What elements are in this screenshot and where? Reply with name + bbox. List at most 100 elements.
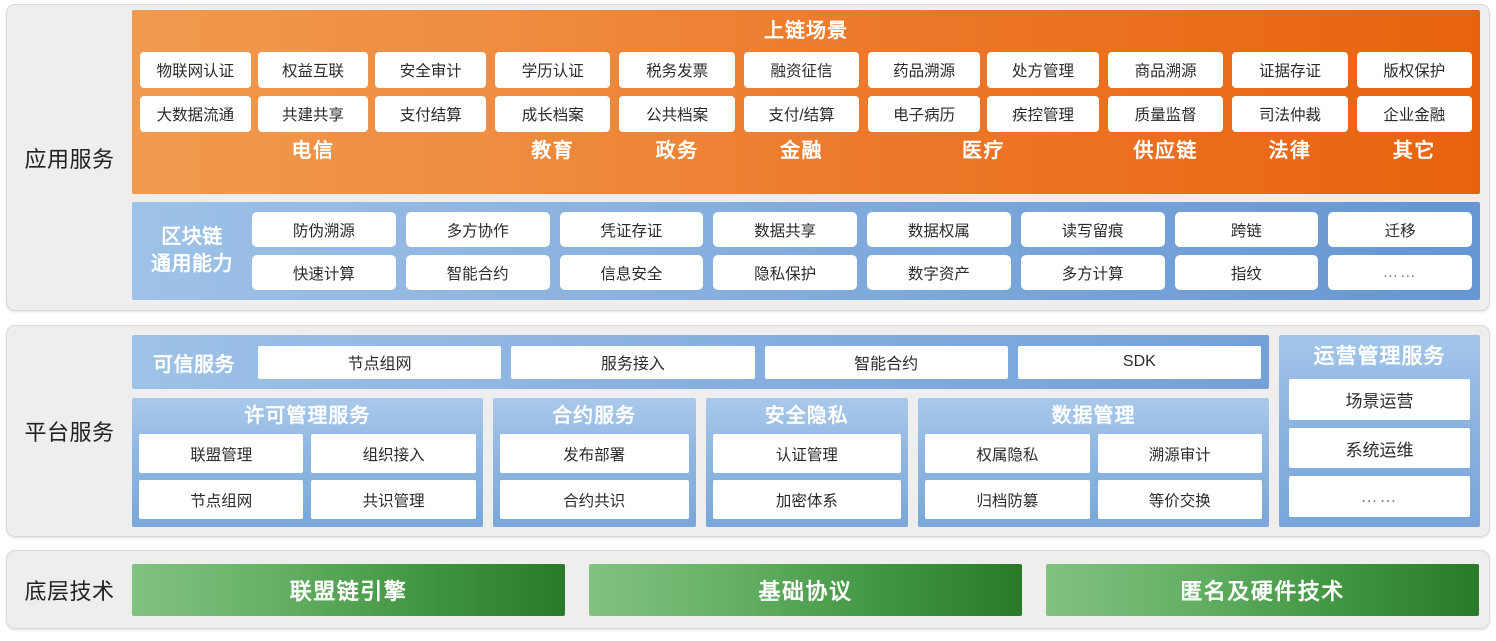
capability-cell[interactable]: 数据共享 [713, 212, 857, 247]
scenario-cell[interactable]: 权益互联 [257, 52, 369, 88]
scenario-cell[interactable]: 融资征信 [743, 52, 860, 88]
domain-row-2: 公共档案 [619, 96, 735, 132]
service-item-cell[interactable]: 组织接入 [311, 434, 476, 473]
capability-cell[interactable]: 隐私保护 [713, 255, 857, 290]
trusted-service-cell[interactable]: 智能合约 [764, 345, 1008, 379]
on-chain-scenarios-title: 上链场景 [764, 20, 848, 42]
blockchain-capability-row-2: 快速计算智能合约信息安全隐私保护数字资产多方计算指纹 …… [252, 255, 1472, 290]
capability-cell[interactable]: 跨链 [1174, 212, 1319, 247]
domain-row-1: 版权保护 [1356, 52, 1472, 88]
service-card-grid: 发布部署合约共识 [499, 434, 689, 519]
scenario-cell[interactable]: 大数据流通 [140, 96, 251, 132]
capability-cell[interactable]: 信息安全 [559, 255, 704, 290]
service-item-cell[interactable]: 发布部署 [499, 434, 689, 473]
scenario-cell[interactable]: 共建共享 [257, 96, 369, 132]
trusted-services-items: 节点组网服务接入智能合约 SDK [258, 345, 1261, 379]
scenario-cell[interactable]: 物联网认证 [140, 52, 251, 88]
capability-cell[interactable]: 多方计算 [1020, 255, 1165, 290]
domain-row-2: 司法仲裁 [1232, 96, 1348, 132]
application-services-panel: 应用服务 上链场景 物联网认证权益互联安全审计大数据流通共建共享支付结算电信学历… [6, 4, 1490, 311]
scenario-cell[interactable]: 疾控管理 [987, 96, 1099, 132]
scenario-cell[interactable]: 证据存证 [1232, 52, 1348, 88]
domain-name-教育: 教育 [531, 140, 575, 162]
service-card-row-2: 合约共识 [499, 480, 689, 519]
service-item-cell[interactable]: 权属隐私 [925, 434, 1090, 473]
application-services-body: 上链场景 物联网认证权益互联安全审计大数据流通共建共享支付结算电信学历认证成长档… [132, 5, 1489, 310]
service-item-cell[interactable]: 共识管理 [311, 480, 476, 519]
capability-cell[interactable]: 迁移 [1328, 212, 1472, 247]
operations-item-cell[interactable]: …… [1289, 476, 1470, 518]
scenario-cell[interactable]: 司法仲裁 [1232, 96, 1348, 132]
service-item-cell[interactable]: 联盟管理 [139, 434, 304, 473]
service-item-cell[interactable]: 加密体系 [712, 480, 902, 519]
trusted-service-cell[interactable]: 节点组网 [258, 345, 502, 379]
domain-name-其它: 其它 [1392, 140, 1436, 162]
trusted-service-cell[interactable]: 服务接入 [511, 345, 755, 379]
domain-row-1: 证据存证 [1232, 52, 1348, 88]
scenario-cell[interactable]: 支付/结算 [743, 96, 860, 132]
domain-row-2: 成长档案 [495, 96, 611, 132]
scenario-cell[interactable]: 企业金融 [1356, 96, 1472, 132]
capability-cell[interactable]: 智能合约 [405, 255, 550, 290]
scenario-cell[interactable]: 药品溯源 [868, 52, 981, 88]
service-card-row-2: 加密体系 [712, 480, 902, 519]
domain-name-电信: 电信 [291, 140, 335, 162]
domain-name-政务: 政务 [655, 140, 699, 162]
service-card-title: 合约服务 [552, 405, 637, 427]
operations-item-cell[interactable]: 场景运营 [1289, 379, 1470, 420]
scenario-cell[interactable]: 电子病历 [868, 96, 981, 132]
domain-row-1: 药品溯源处方管理 [868, 52, 1099, 88]
capability-cell[interactable]: 防伪溯源 [252, 212, 396, 247]
capability-cell[interactable]: 数字资产 [867, 255, 1011, 290]
scenario-cell[interactable]: 成长档案 [495, 96, 611, 132]
on-chain-scenarios-block: 上链场景 物联网认证权益互联安全审计大数据流通共建共享支付结算电信学历认证成长档… [132, 10, 1480, 194]
scenario-cell[interactable]: 处方管理 [987, 52, 1099, 88]
scenario-cell[interactable]: 学历认证 [495, 52, 611, 88]
service-card-安全隐私: 安全隐私认证管理加密体系 [705, 398, 909, 527]
service-item-cell[interactable]: 等价交换 [1097, 480, 1263, 519]
service-card-row-2: 归档防篡等价交换 [925, 480, 1263, 519]
domain-column-金融: 融资征信支付/结算金融 [743, 52, 860, 187]
capability-cell[interactable]: 数据权属 [867, 212, 1011, 247]
capability-cell[interactable]: 多方协作 [405, 212, 550, 247]
capability-cell[interactable]: …… [1328, 255, 1472, 290]
scenario-cell[interactable]: 版权保护 [1356, 52, 1472, 88]
technology-bar[interactable]: 基础协议 [589, 563, 1022, 616]
service-item-cell[interactable]: 节点组网 [139, 480, 304, 519]
service-item-cell[interactable]: 溯源审计 [1097, 434, 1263, 473]
scenario-cell[interactable]: 商品溯源 [1107, 52, 1224, 88]
service-card-row-1: 权属隐私溯源审计 [925, 434, 1263, 473]
service-item-cell[interactable]: 归档防篡 [925, 480, 1090, 519]
domain-column-政务: 税务发票公共档案政务 [619, 52, 735, 187]
operations-item-cell[interactable]: 系统运维 [1289, 427, 1470, 469]
capability-cell[interactable]: 快速计算 [252, 255, 396, 290]
technology-bar[interactable]: 联盟链引擎 [132, 563, 565, 616]
scenario-cell[interactable]: 支付结算 [375, 96, 487, 132]
capability-cell[interactable]: 指纹 [1174, 255, 1319, 290]
scenario-cell[interactable]: 公共档案 [619, 96, 735, 132]
domain-row-1: 物联网认证权益互联安全审计 [140, 52, 487, 88]
scenario-cell[interactable]: 质量监督 [1107, 96, 1224, 132]
blockchain-capability-label-line2: 通用能力 [151, 253, 233, 275]
capability-cell[interactable]: 读写留痕 [1020, 212, 1165, 247]
domain-row-1: 学历认证 [495, 52, 611, 88]
blockchain-capability-grid: 防伪溯源多方协作凭证存证数据共享数据权属读写留痕跨链迁移 快速计算智能合约信息安… [252, 212, 1472, 290]
platform-service-cards: 许可管理服务联盟管理组织接入节点组网共识管理合约服务发布部署合约共识安全隐私认证… [132, 398, 1269, 527]
trusted-service-cell[interactable]: SDK [1017, 345, 1261, 379]
domain-row-2: 质量监督 [1107, 96, 1224, 132]
capability-cell[interactable]: 凭证存证 [559, 212, 704, 247]
operations-management-title: 运营管理服务 [1313, 345, 1446, 368]
technology-bar[interactable]: 匿名及硬件技术 [1046, 563, 1479, 616]
scenario-cell[interactable]: 安全审计 [375, 52, 487, 88]
service-item-cell[interactable]: 认证管理 [712, 434, 902, 473]
scenario-cell[interactable]: 税务发票 [619, 52, 735, 88]
service-card-grid: 权属隐私溯源审计归档防篡等价交换 [925, 434, 1263, 519]
underlying-technology-panel: 底层技术 联盟链引擎基础协议匿名及硬件技术 [6, 550, 1490, 629]
domain-column-其它: 版权保护企业金融其它 [1356, 52, 1472, 187]
domain-name-医疗: 医疗 [962, 140, 1006, 162]
service-item-cell[interactable]: 合约共识 [499, 480, 689, 519]
